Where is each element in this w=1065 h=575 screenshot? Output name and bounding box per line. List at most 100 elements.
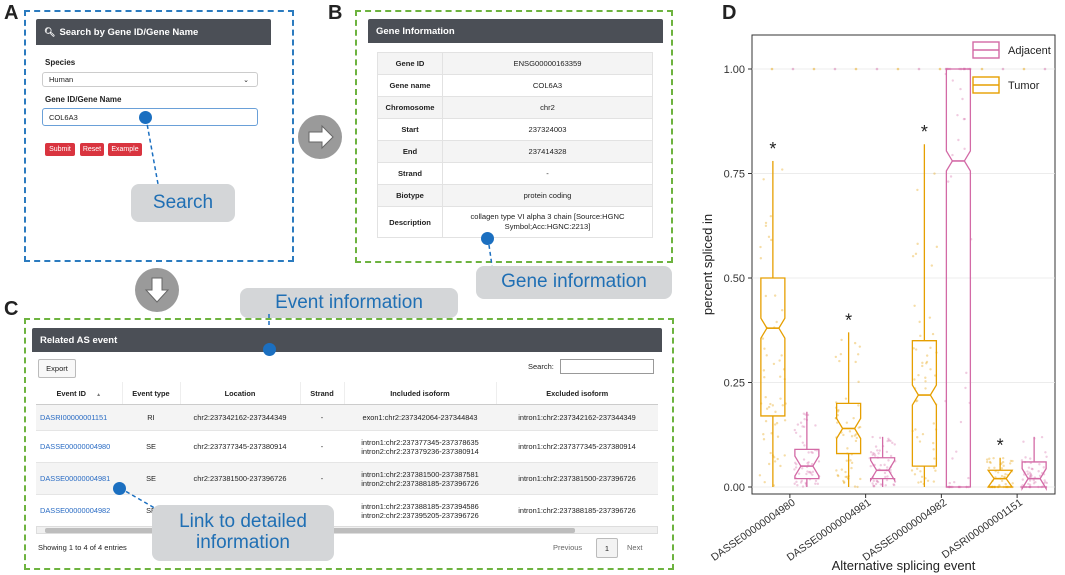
tumor-point <box>989 461 992 465</box>
column-header-included-isoform[interactable]: Included isoform <box>343 382 496 405</box>
adjacent-box <box>794 448 820 480</box>
tumor-point <box>776 435 780 438</box>
tumor-point <box>916 188 919 192</box>
tumor-point <box>857 426 860 429</box>
outlier-point <box>833 67 837 71</box>
adjacent-point <box>807 471 811 474</box>
adjacent-point <box>889 439 892 443</box>
tumor-point <box>858 345 862 348</box>
tumor-point <box>763 480 766 484</box>
event-link[interactable]: DASSE00000004980 <box>36 430 122 463</box>
tumor-point <box>920 475 924 478</box>
excluded-isoform-cell: intron1:chr2:237388185-237396726 <box>496 494 658 527</box>
tumor-point <box>925 362 928 365</box>
adjacent-point <box>893 443 896 446</box>
adjacent-point <box>951 153 954 157</box>
tumor-point <box>918 320 921 324</box>
species-select[interactable]: Human ⌄ <box>42 72 258 87</box>
tumor-point <box>1003 475 1006 479</box>
tumor-point <box>921 364 924 368</box>
event-type-cell: SE <box>122 430 180 463</box>
tumor-point <box>926 479 930 482</box>
column-header-event-id[interactable]: Event ID ▲ <box>36 382 122 405</box>
tumor-point <box>844 470 847 474</box>
search-panel-title: Search by Gene ID/Gene Name <box>59 26 199 38</box>
tumor-point <box>770 432 773 435</box>
tumor-point <box>853 341 857 345</box>
adjacent-point <box>963 117 966 121</box>
tumor-point <box>913 473 917 476</box>
adjacent-point <box>1029 472 1033 476</box>
chevron-down-icon: ⌄ <box>243 76 249 84</box>
included-isoform-line: intron1:chr2:237388185-237394586 <box>361 501 479 511</box>
horizontal-scrollbar[interactable] <box>36 526 658 534</box>
tumor-point <box>854 439 858 443</box>
adjacent-point <box>1030 467 1034 470</box>
tumor-point <box>928 316 932 319</box>
excluded-isoform-cell: intron1:chr2:237377345-237380914 <box>496 430 658 463</box>
previous-page-link[interactable]: Previous <box>553 543 583 552</box>
submit-button[interactable]: Submit <box>45 143 75 156</box>
event-link[interactable]: DASSE00000004981 <box>36 462 122 495</box>
biotype-key: Biotype <box>377 184 443 207</box>
column-header-strand[interactable]: Strand <box>299 382 344 405</box>
tumor-point <box>925 354 929 357</box>
outlier-point <box>854 67 858 71</box>
chromosome-key: Chromosome <box>377 96 443 119</box>
page-1-button[interactable]: 1 <box>596 538 618 558</box>
tumor-point <box>933 172 936 175</box>
reset-button[interactable]: Reset <box>80 143 104 156</box>
outlier-point <box>980 67 984 71</box>
column-header-location[interactable]: Location <box>179 382 300 405</box>
tumor-point <box>850 435 854 438</box>
column-header-excluded-isoform[interactable]: Excluded isoform <box>495 382 658 405</box>
location-cell: chr2:237377345-237380914 <box>180 430 300 463</box>
adjacent-point <box>1026 470 1029 473</box>
tumor-point <box>842 479 845 483</box>
tumor-point <box>775 421 779 425</box>
adjacent-point <box>967 476 970 480</box>
adjacent-point <box>963 147 966 151</box>
adjacent-point <box>811 470 815 474</box>
adjacent-point <box>1044 451 1047 454</box>
tumor-point <box>849 459 852 462</box>
gene-id-key: Gene ID <box>377 52 443 75</box>
tumor-point <box>840 338 843 342</box>
link-callout-line: Link to detailed <box>179 511 307 533</box>
adjacent-point <box>946 180 950 183</box>
adjacent-point <box>802 412 806 415</box>
adjacent-point <box>801 441 805 444</box>
tumor-point <box>845 475 849 478</box>
tumor-point <box>924 376 927 379</box>
adjacent-point <box>810 462 814 466</box>
search-input[interactable] <box>560 359 654 374</box>
tumor-point <box>761 337 765 340</box>
table-row: Strand- <box>377 162 653 185</box>
search-label: Search: <box>528 362 554 371</box>
tumor-point <box>911 255 915 258</box>
event-link[interactable]: DASSE00000004982 <box>36 494 122 527</box>
next-page-link[interactable]: Next <box>627 543 643 552</box>
adjacent-point <box>873 453 876 456</box>
column-header-event-type[interactable]: Event type <box>121 382 180 405</box>
adjacent-point <box>807 451 810 454</box>
adjacent-point <box>965 371 968 375</box>
tumor-point <box>764 224 768 228</box>
gene-panel-header: Gene Information <box>368 19 663 43</box>
adjacent-point <box>801 485 805 488</box>
event-link[interactable]: DASRI00000001151 <box>36 404 122 431</box>
adjacent-point <box>879 464 882 467</box>
tumor-point <box>856 485 859 489</box>
included-isoform-line: intron1:chr2:237377345-237378635 <box>361 437 479 447</box>
tumor-point <box>916 242 919 246</box>
tumor-point <box>842 481 846 485</box>
tumor-point <box>924 380 927 383</box>
adjacent-point <box>809 470 812 474</box>
adjacent-point <box>1045 481 1049 485</box>
export-button[interactable]: Export <box>38 359 76 378</box>
tumor-point <box>935 245 939 249</box>
adjacent-point <box>794 461 797 465</box>
example-button[interactable]: Example <box>108 143 142 156</box>
